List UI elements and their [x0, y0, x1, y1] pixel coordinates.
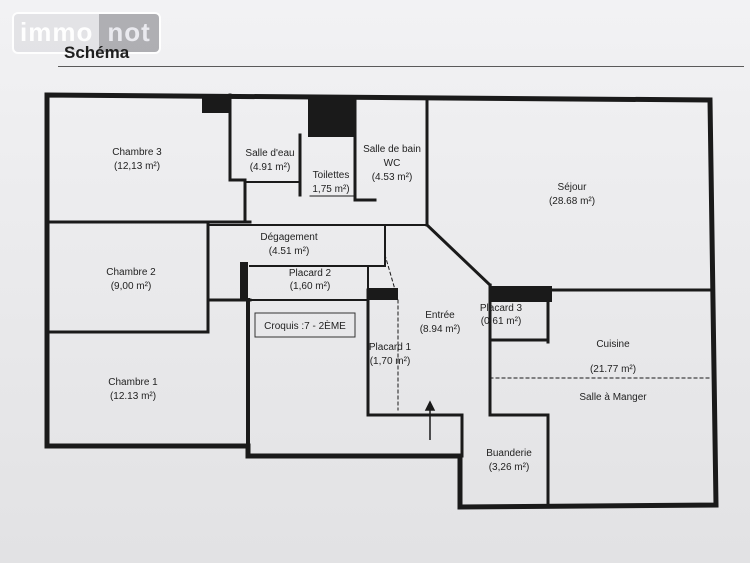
room-name: Salle à Manger: [579, 392, 647, 403]
wall-entree-right: [488, 283, 550, 507]
room-area: 1,75 m²): [312, 184, 349, 195]
room-name: Placard 1: [369, 342, 412, 353]
room-name: Toilettes: [313, 170, 350, 181]
room-area: (1,60 m²): [290, 281, 331, 292]
room-area: (3,26 m²): [489, 462, 530, 473]
wall-entree-diagonal: [424, 222, 493, 288]
room-area: (9,00 m²): [111, 281, 152, 292]
room-area: (4.91 m²): [250, 162, 291, 173]
croquis-box: [254, 312, 356, 338]
room-name: Salle d'eau: [245, 148, 294, 159]
room-area: (8.94 m²): [420, 324, 461, 335]
room-extra: (4.53 m²): [372, 172, 413, 183]
room-area: (28.68 m²): [549, 196, 595, 207]
duct-4: [240, 262, 248, 300]
room-name: Placard 3: [480, 303, 523, 314]
room-labels: Chambre 3 (12,13 m²) Salle d'eau (4.91 m…: [106, 144, 647, 473]
heading-rule: [58, 66, 744, 67]
immonot-logo: immo not: [12, 12, 161, 54]
room-name: Chambre 1: [108, 377, 158, 388]
wall-chambre3-right: [228, 93, 247, 224]
duct-2: [308, 97, 355, 137]
room-name: Chambre 2: [106, 267, 156, 278]
wall-chambre2-bottom: [45, 298, 252, 334]
logo-text-not: not: [99, 14, 159, 52]
room-area: (0.61 m²): [481, 316, 522, 327]
room-name: Dégagement: [260, 232, 317, 243]
entry-arrow-icon: [424, 400, 436, 440]
wall-entree-left: [366, 288, 464, 458]
room-area: (4.51 m²): [269, 246, 310, 257]
room-name: Buanderie: [486, 448, 532, 459]
duct-3: [490, 286, 552, 302]
logo-text-immo: immo: [14, 14, 100, 52]
duct-1: [202, 97, 230, 113]
room-name: Placard 2: [289, 268, 332, 279]
wall-placard2: [249, 265, 386, 301]
room-name: Chambre 3: [112, 147, 162, 158]
room-name: Séjour: [558, 182, 588, 193]
room-area: (12,13 m²): [114, 161, 160, 172]
page-heading: Schéma: [64, 43, 130, 62]
room-area: (1,70 m²): [370, 356, 411, 367]
room-name: Salle de bain: [363, 144, 421, 155]
outer-wall: [44, 92, 719, 510]
room-name: Entrée: [425, 310, 455, 321]
room-area: (12.13 m²): [110, 391, 156, 402]
croquis-label: Croquis :7 - 2ÈME: [264, 319, 346, 332]
room-area: (21.77 m²): [590, 364, 636, 375]
duct-5: [368, 288, 398, 300]
room-name: Cuisine: [596, 339, 630, 350]
room-area: WC: [384, 158, 401, 169]
